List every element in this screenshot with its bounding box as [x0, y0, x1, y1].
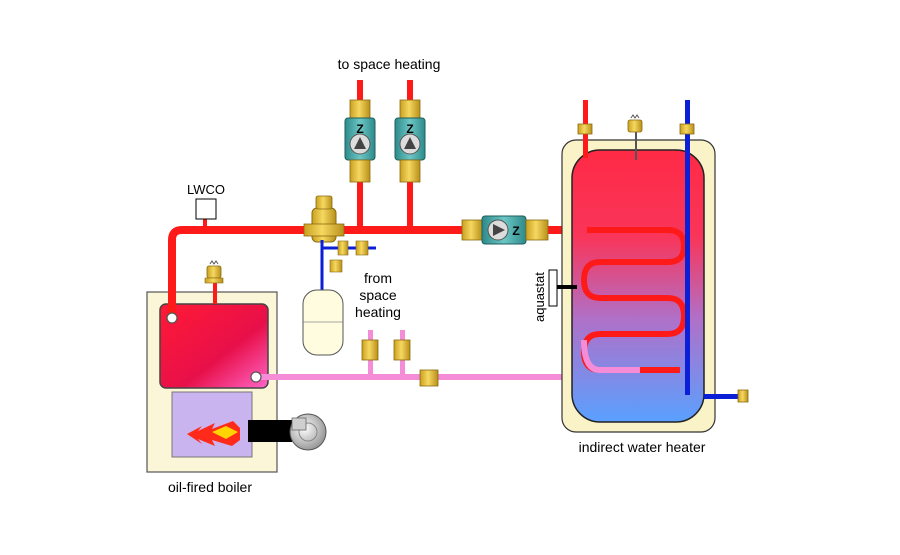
supply-connection	[166, 312, 178, 324]
coil-return-segment	[581, 339, 640, 373]
circulator-label: Z	[406, 122, 413, 136]
fill-valve	[337, 240, 349, 256]
drain-valve	[737, 389, 749, 403]
boiler-label: oil-fired boiler	[168, 479, 252, 495]
lwco-tee	[203, 214, 207, 232]
return-connection	[250, 371, 262, 383]
zone-1-return-valve	[361, 339, 379, 361]
expansion-tank	[302, 289, 344, 356]
from-space-heating-line-1: from	[364, 270, 392, 286]
tank-water	[571, 149, 705, 423]
boiler-relief-valve	[204, 260, 224, 304]
tp-relief-valve	[627, 114, 643, 160]
flow-arrow-icon	[404, 137, 416, 149]
isolation-valve	[329, 259, 343, 273]
expansion-tank-assembly	[302, 240, 376, 356]
circulator-label: Z	[356, 122, 363, 136]
air-separator	[303, 195, 345, 243]
flow-arrow-icon	[354, 137, 366, 149]
drain-line	[704, 394, 740, 399]
return-valves	[361, 339, 439, 387]
to-space-heating-label: to space heating	[338, 56, 441, 72]
cold-fitting	[679, 123, 695, 135]
zone-circulator-2: Z	[394, 99, 426, 183]
from-space-heating-line-3: heating	[355, 304, 401, 320]
blower-housing	[291, 417, 307, 431]
dhw-circulator: Z	[461, 215, 549, 245]
circulator-label: Z	[512, 224, 519, 238]
spring-icon	[209, 260, 219, 265]
boiler-drain-valve	[419, 369, 439, 387]
burner-flame-core	[212, 426, 238, 439]
zone-2-return-valve	[393, 339, 411, 361]
lwco: LWCO	[187, 182, 225, 220]
oil-fired-boiler: oil-fired boiler	[146, 291, 327, 495]
blower-hub	[298, 422, 318, 442]
from-space-heating-line-2: space	[359, 287, 397, 303]
water-heater-label: indirect water heater	[579, 439, 706, 455]
lwco-label: LWCO	[187, 182, 225, 197]
oil-burner	[248, 420, 292, 442]
aquastat-well	[557, 285, 577, 289]
aquastat-box	[548, 269, 558, 307]
aquastat-label: aquastat	[532, 272, 547, 322]
zone-circulator-1: Z	[344, 99, 376, 183]
indirect-water-heater: aquastat indirect water heater	[532, 100, 749, 455]
boiler-supply-riser	[168, 226, 568, 318]
hot-fitting	[577, 123, 593, 135]
backflow-preventer	[355, 240, 369, 256]
flow-arrow-icon	[493, 224, 505, 236]
spring-icon	[630, 114, 640, 119]
cold-water-tube	[685, 100, 690, 395]
lwco-box	[195, 198, 217, 220]
